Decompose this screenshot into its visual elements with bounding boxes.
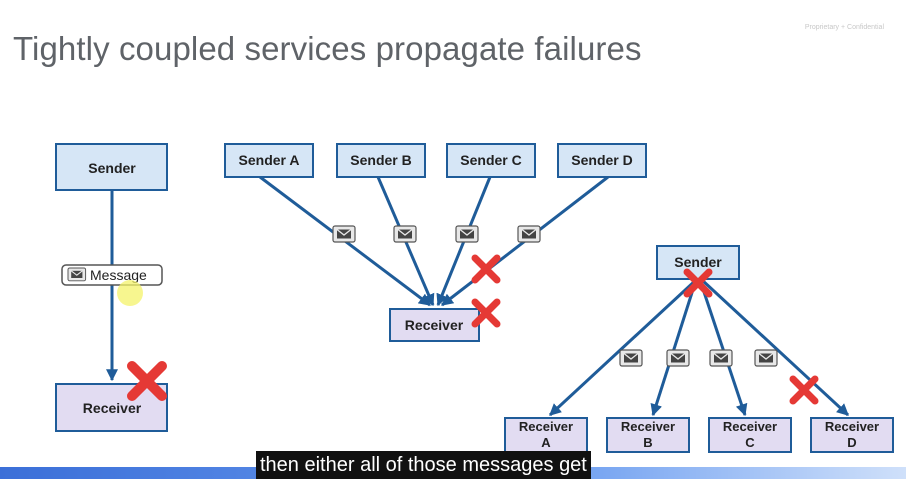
failure-x-icon [793, 379, 815, 401]
receiver-a-box: Receiver A [504, 417, 588, 453]
middle-receiver-label: Receiver [405, 317, 464, 333]
right-sender-box: Sender [656, 245, 740, 280]
sender-c-box: Sender C [446, 143, 536, 178]
receiver-d-box: Receiver D [810, 417, 894, 453]
receiver-c-label: Receiver [723, 419, 777, 434]
arrow-to-d [700, 278, 850, 417]
left-diagram: Sender Message Receiver [55, 143, 168, 432]
slide-title: Tightly coupled services propagate failu… [13, 30, 642, 67]
confidential-label: Proprietary + Confidential [804, 24, 884, 31]
video-subtitle: then either all of those messages get [256, 451, 591, 479]
right-diagram: Sender Receiver A Receiver B Receiver C … [504, 245, 894, 453]
middle-receiver-box: Receiver [389, 308, 480, 342]
left-receiver-label: Receiver [83, 400, 142, 416]
envelope-icon [67, 267, 87, 282]
receiver-b-box: Receiver B [606, 417, 690, 453]
envelope-icon [619, 349, 643, 367]
receiver-b-letter: B [643, 435, 652, 450]
receiver-a-letter: A [541, 435, 551, 450]
sender-a-box: Sender A [224, 143, 314, 178]
receiver-b-label: Receiver [621, 419, 675, 434]
envelope-icon [666, 349, 690, 367]
left-message-label: Message [90, 267, 147, 283]
left-receiver-box: Receiver [55, 383, 168, 432]
envelope-icon [332, 225, 356, 243]
arrow-to-c [698, 279, 748, 417]
receiver-d-letter: D [847, 435, 856, 450]
arrow-to-b [650, 279, 698, 417]
sender-c-label: Sender C [460, 152, 521, 168]
left-sender-box: Sender [55, 143, 168, 191]
envelope-icon [455, 225, 479, 243]
sender-d-box: Sender D [557, 143, 647, 178]
sender-a-label: Sender A [239, 152, 300, 168]
sender-d-label: Sender D [571, 152, 632, 168]
envelope-icon [393, 225, 417, 243]
receiver-d-label: Receiver [825, 419, 879, 434]
sender-b-label: Sender B [350, 152, 411, 168]
envelope-icon [709, 349, 733, 367]
envelope-icon [754, 349, 778, 367]
receiver-c-box: Receiver C [708, 417, 792, 453]
sender-b-box: Sender B [336, 143, 426, 178]
receiver-c-letter: C [745, 435, 755, 450]
receiver-a-label: Receiver [519, 419, 573, 434]
left-message-tag: Message [61, 264, 163, 286]
left-sender-label: Sender [88, 160, 136, 176]
right-sender-label: Sender [674, 254, 722, 270]
failure-x-icon [475, 258, 497, 280]
arrow-to-a [548, 278, 698, 417]
middle-diagram: Sender A Sender B Sender C Sender D Rece… [224, 143, 647, 342]
envelope-icon [517, 225, 541, 243]
cursor-highlight [117, 280, 143, 306]
